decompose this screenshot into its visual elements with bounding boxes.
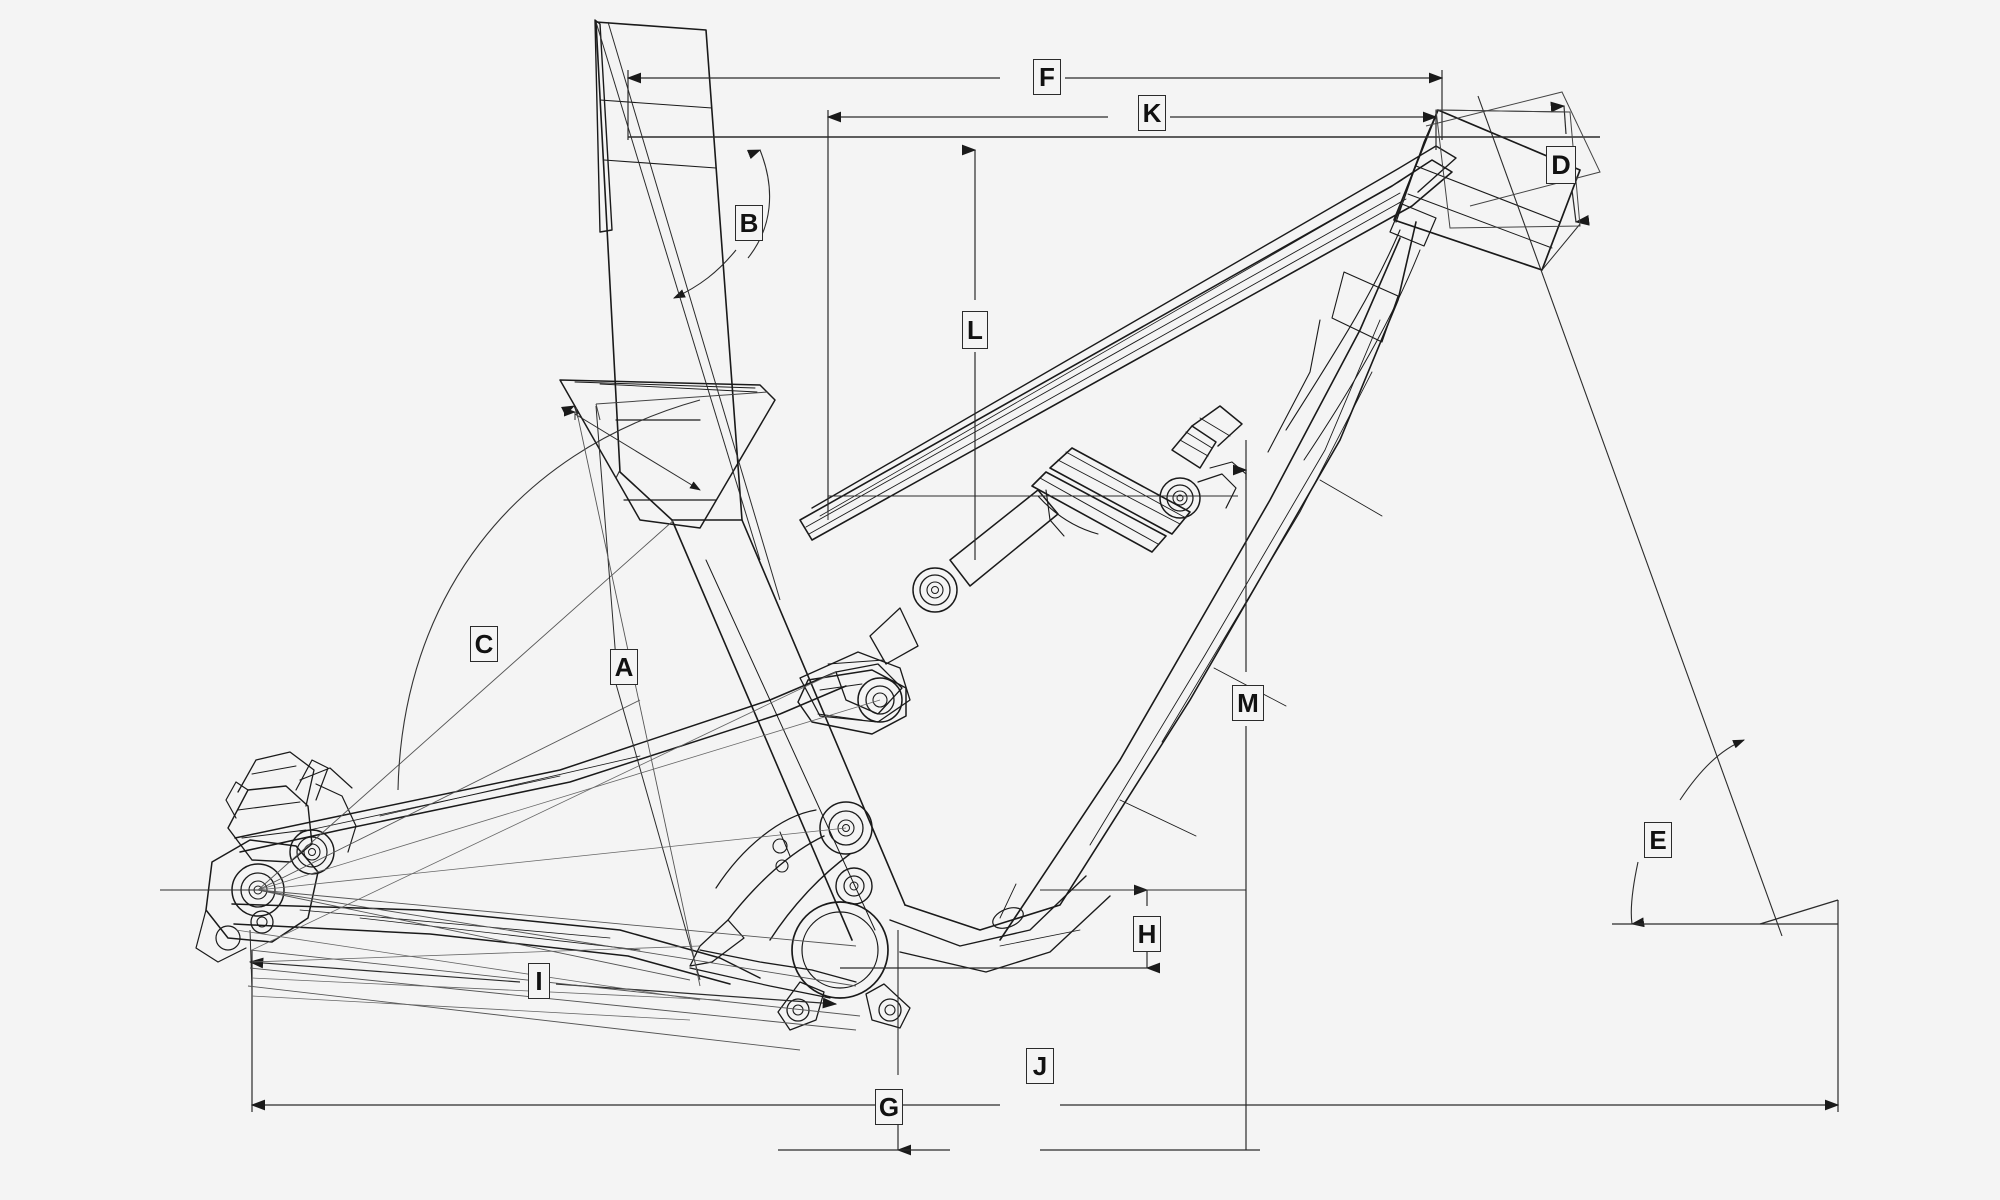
rear-brake-mount (225, 759, 357, 875)
seat-mast (559, 19, 776, 529)
dimension-label-b[interactable]: B (735, 205, 763, 241)
construction-fan (235, 671, 881, 1021)
dimension-label-m[interactable]: M (1232, 685, 1264, 721)
dimension-label-c[interactable]: C (470, 626, 498, 662)
head-tube-junction (1267, 229, 1421, 461)
rear-accessory (237, 751, 353, 807)
seat-tube-group (595, 21, 906, 941)
shock-lower-mount (799, 651, 911, 723)
top-tube (799, 145, 1457, 541)
dimension-label-e[interactable]: E (1644, 822, 1672, 858)
dimension-label-g[interactable]: G (875, 1089, 903, 1125)
head-tube (1389, 109, 1581, 271)
dimension-label-k[interactable]: K (1138, 95, 1166, 131)
chainstay (231, 903, 857, 999)
downtube-bb-junction (889, 875, 1111, 973)
rocker-link-upper (797, 669, 907, 735)
dimension-label-l[interactable]: L (962, 311, 988, 349)
dimension-label-h[interactable]: H (1133, 916, 1161, 952)
dimension-label-a[interactable]: A (610, 649, 638, 685)
seat-stay (234, 663, 903, 853)
lower-link-bb-area (689, 801, 911, 1031)
dimension-label-i[interactable]: I (528, 963, 550, 999)
dimension-label-d[interactable]: D (1546, 146, 1576, 184)
leader-arrows (560, 405, 621, 479)
rear-shock (869, 405, 1247, 665)
dimension-label-f[interactable]: F (1033, 59, 1061, 95)
rear-dropout (195, 839, 319, 963)
dimension-label-j[interactable]: J (1026, 1048, 1054, 1084)
